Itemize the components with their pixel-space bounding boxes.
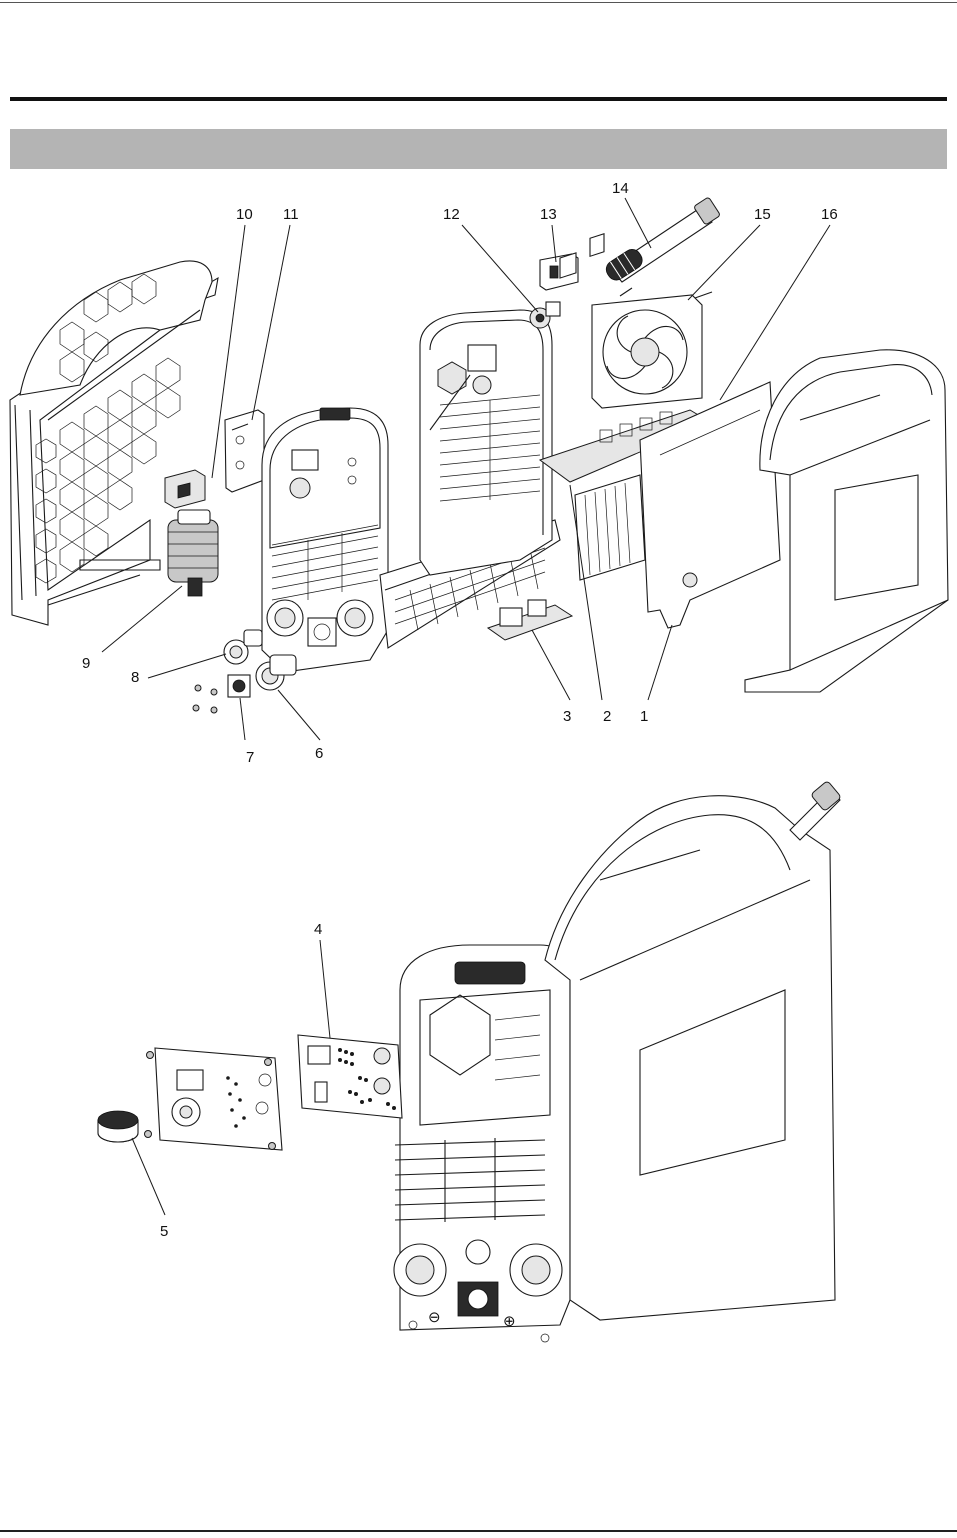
callout-10: 10: [236, 206, 253, 223]
rear-panel: [420, 310, 552, 575]
part-10-block: [165, 470, 205, 508]
assembled-unit: ⊖ ⊕: [394, 781, 841, 1342]
callout-1: 1: [640, 708, 648, 725]
part-11-bracket: [225, 410, 264, 492]
part-15-fan: [592, 288, 712, 408]
part-3-pcb: [488, 600, 572, 640]
part-1-pcb-plate: [640, 382, 780, 628]
part-5-knob: [98, 1111, 138, 1142]
front-panel-plate: [145, 1048, 283, 1150]
callout-2: 2: [603, 708, 611, 725]
callout-6: 6: [315, 745, 323, 762]
negative-terminal-symbol: ⊖: [428, 1309, 441, 1326]
callout-5: 5: [160, 1223, 168, 1240]
callout-7: 7: [246, 749, 254, 766]
callout-16: 16: [821, 206, 838, 223]
callout-8: 8: [131, 669, 139, 686]
callout-12: 12: [443, 206, 460, 223]
callout-3: 3: [563, 708, 571, 725]
part-6-connector: [256, 655, 296, 690]
part-9-transformer: [168, 510, 218, 596]
part-14-hose: [603, 197, 721, 284]
callout-11: 11: [283, 206, 299, 223]
callout-15: 15: [754, 206, 771, 223]
positive-terminal-symbol: ⊕: [503, 1313, 516, 1330]
callout-13: 13: [540, 206, 557, 223]
part-8-connector: [224, 630, 262, 664]
front-chassis: [262, 408, 388, 672]
callout-4: 4: [314, 921, 322, 938]
heatsink: [575, 475, 645, 580]
part-12-valve: [530, 302, 560, 328]
callout-9: 9: [82, 655, 90, 672]
part-4-control-pcb: [298, 1035, 402, 1118]
callout-14: 14: [612, 180, 629, 197]
